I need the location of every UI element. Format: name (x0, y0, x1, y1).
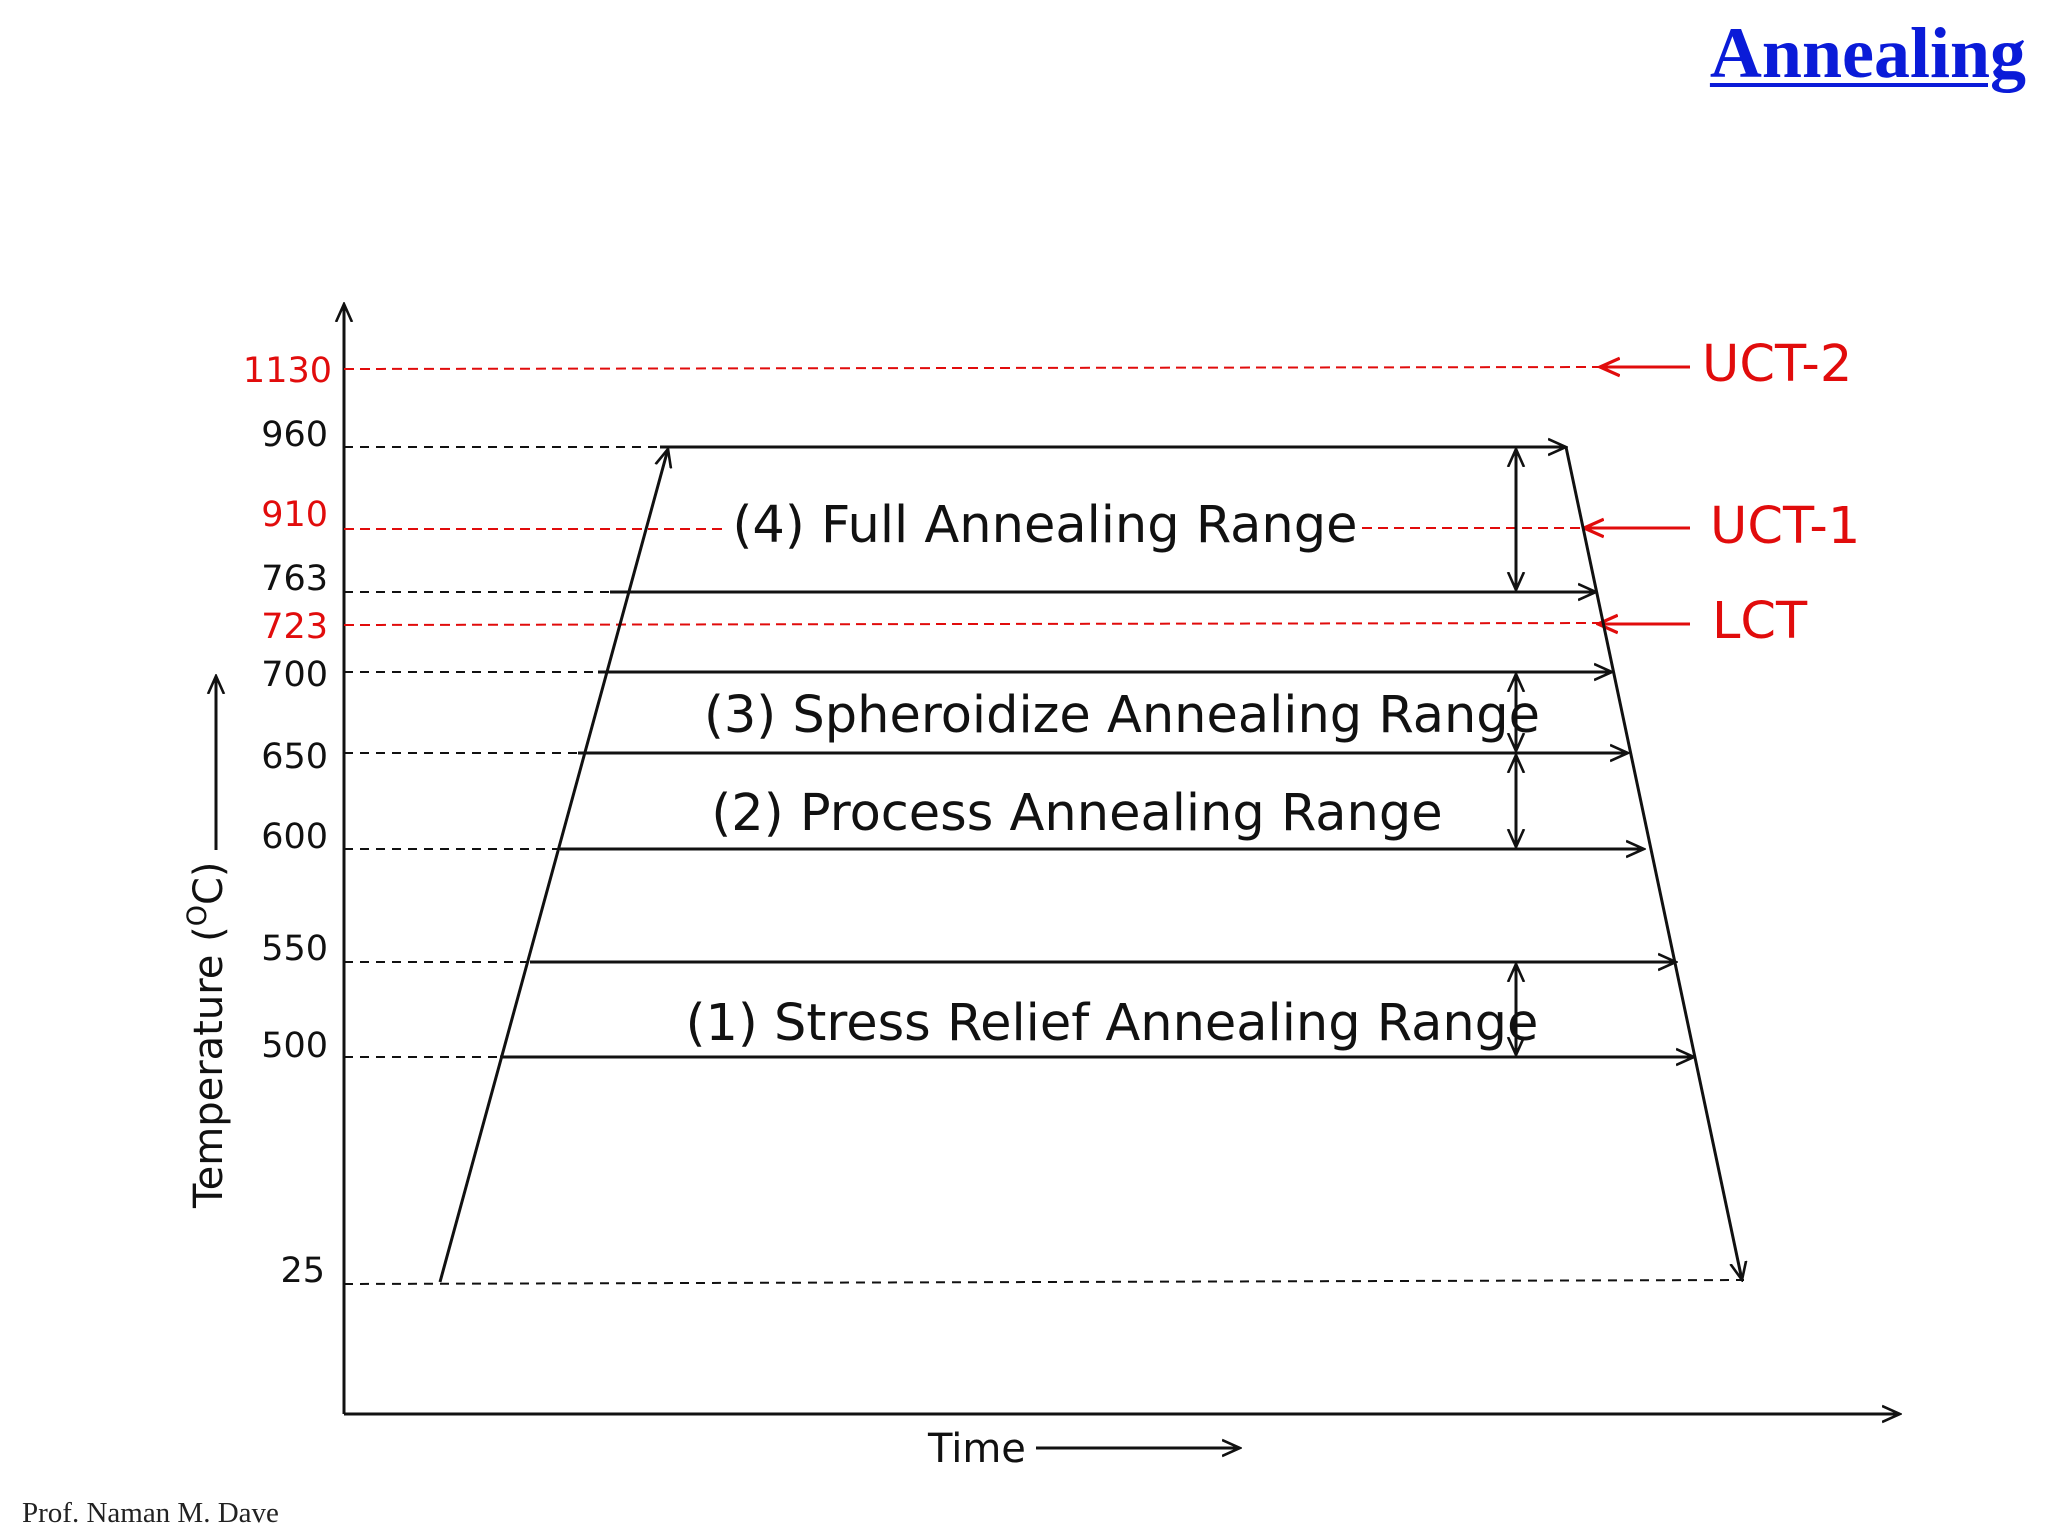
tick-550: 550 (261, 929, 328, 969)
tick-650: 650 (261, 737, 328, 777)
x-axis-label: Time (927, 1426, 1026, 1472)
tick-723: 723 (261, 607, 328, 647)
tick-500: 500 (261, 1026, 328, 1066)
lct-dashed-line (343, 622, 1601, 626)
range-label-stress: (1) Stress Relief Annealing Range (686, 994, 1539, 1053)
dash-25 (343, 1279, 1745, 1285)
uct1-label: UCT-1 (1710, 497, 1860, 556)
tick-700: 700 (261, 655, 328, 695)
lct-label: LCT (1712, 592, 1808, 651)
tick-600: 600 (261, 817, 328, 857)
heating-line (438, 449, 668, 1283)
y-axis-label-sup: O (182, 905, 213, 926)
uct2-label: UCT-2 (1702, 335, 1852, 394)
tick-25: 25 (280, 1251, 325, 1291)
tick-1130: 1130 (243, 351, 332, 391)
range-label-process: (2) Process Annealing Range (711, 784, 1442, 843)
range-label-spheroidize: (3) Spheroidize Annealing Range (704, 686, 1540, 745)
range-label-full: (4) Full Annealing Range (733, 496, 1358, 555)
uct2-dashed-line (343, 366, 1601, 370)
y-axis-label-end: C) (186, 861, 232, 905)
slide-title: Annealing (1709, 13, 2026, 93)
y-axis-label: Temperature (OC) (182, 861, 232, 1209)
y-axis-label-main: Temperature ( (186, 926, 232, 1209)
tick-763: 763 (261, 559, 328, 599)
tick-960: 960 (261, 415, 328, 455)
cooling-line (1564, 446, 1742, 1280)
tick-910: 910 (261, 495, 328, 535)
author-footer: Prof. Naman M. Dave (22, 1497, 279, 1529)
